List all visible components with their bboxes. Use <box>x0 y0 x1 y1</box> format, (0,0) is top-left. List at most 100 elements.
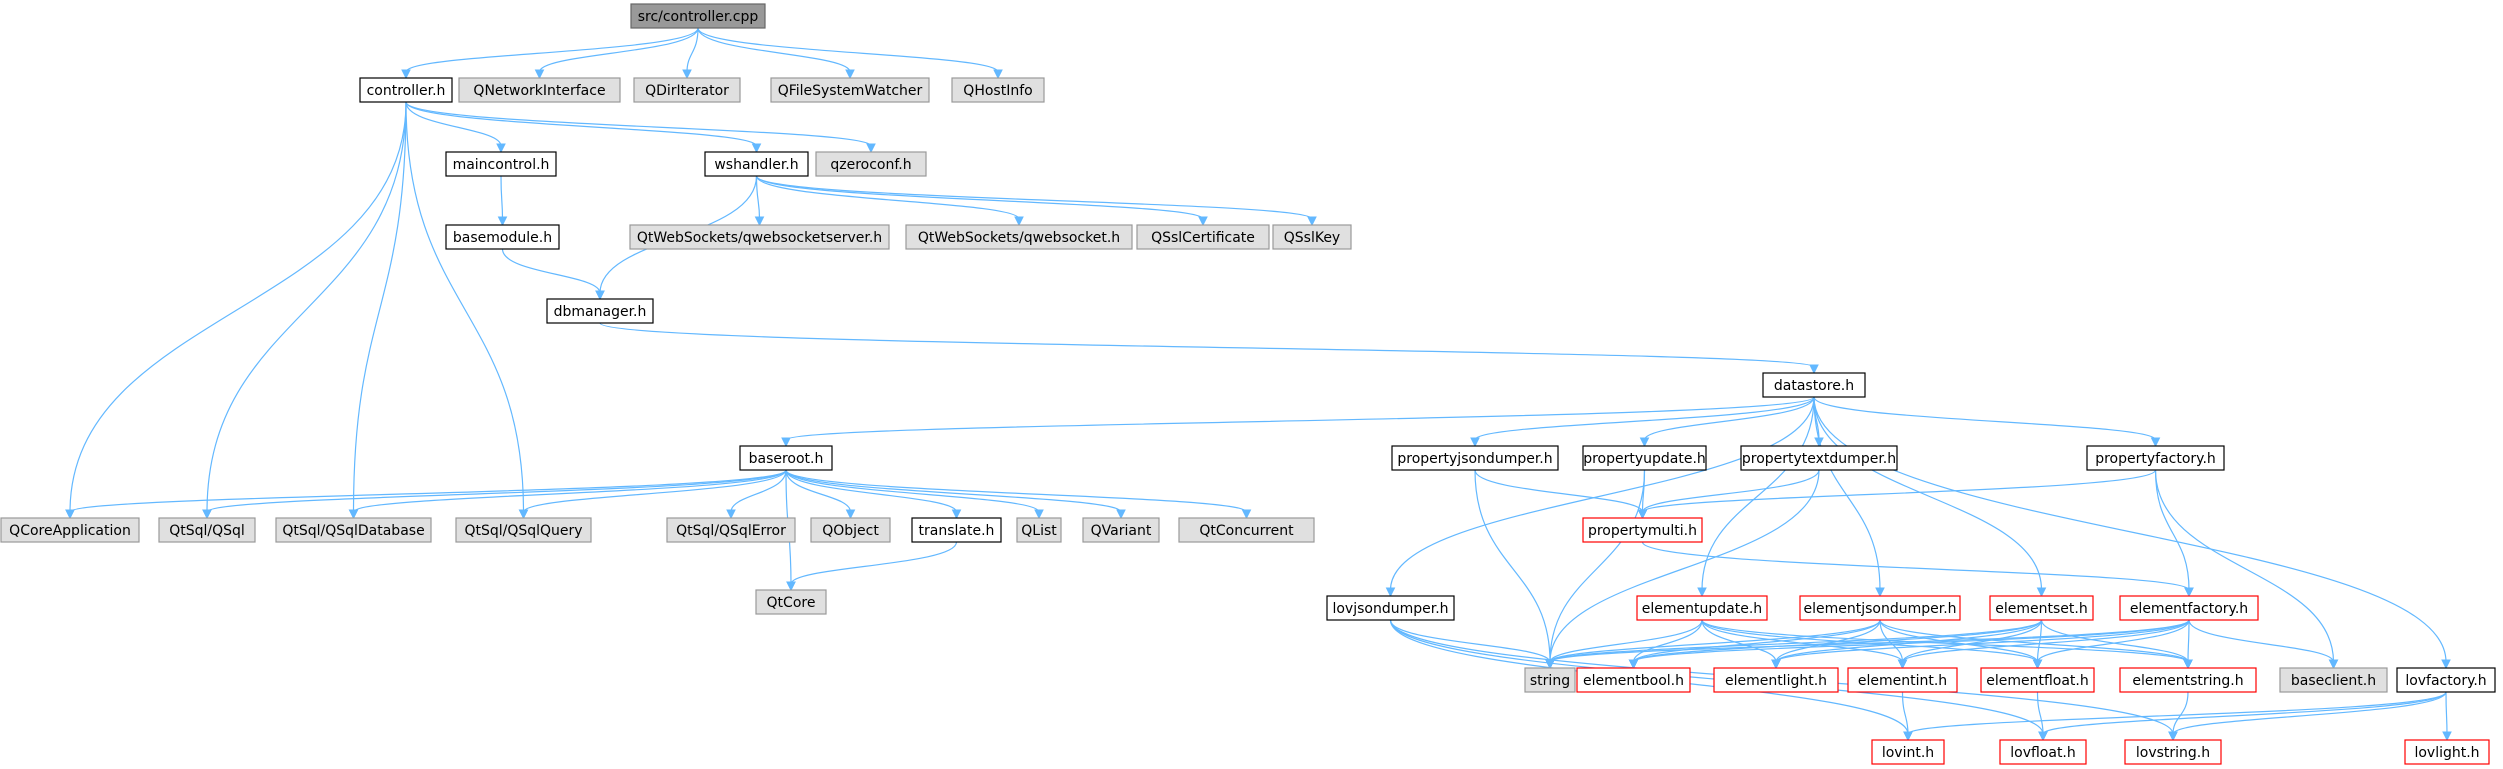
node-label: QCoreApplication <box>9 523 131 539</box>
node-elementlight-h[interactable]: elementlight.h <box>1713 667 1839 693</box>
node-qsslcertificate: QSslCertificate <box>1136 224 1270 250</box>
node-elementjsondumper-h[interactable]: elementjsondumper.h <box>1799 595 1961 621</box>
node-qtsql-qsqldatabase: QtSql/QSqlDatabase <box>275 517 432 543</box>
node-lovfloat-h[interactable]: lovfloat.h <box>1999 739 2087 765</box>
node-label: elementlight.h <box>1725 673 1827 689</box>
node-lovlight-h[interactable]: lovlight.h <box>2404 739 2490 765</box>
edge-line <box>1879 619 2189 663</box>
edge-arrowhead <box>1628 659 1639 670</box>
node-elementupdate-h[interactable]: elementupdate.h <box>1636 595 1768 621</box>
edge-elementfactory_h-to-elementint_h <box>1897 619 2190 670</box>
edge-basemodule_h-to-dbmanager_h <box>501 248 605 301</box>
edge-line <box>1632 619 2190 663</box>
node-label: QFileSystemWatcher <box>778 83 923 99</box>
edge-line <box>1775 619 2190 663</box>
edge-line <box>785 469 958 513</box>
node-lovjsondumper-h[interactable]: lovjsondumper.h <box>1326 595 1455 621</box>
node-box <box>810 517 891 543</box>
node-label: QVariant <box>1091 523 1152 539</box>
edge-propertymulti_h-to-elementfactory_h <box>1641 541 2194 598</box>
node-propertyfactory-h[interactable]: propertyfactory.h <box>2086 445 2225 471</box>
node-box <box>0 517 140 543</box>
node-label: propertyupdate.h <box>1583 451 1706 467</box>
edge-line <box>405 101 872 147</box>
node-qtsql-qsqlquery: QtSql/QSqlQuery <box>455 517 592 543</box>
edge-line <box>1641 541 2190 591</box>
edge-arrowhead <box>1014 216 1024 227</box>
edge-line <box>1389 396 1815 591</box>
edge-line <box>2154 469 2335 663</box>
node-propertyupdate-h[interactable]: propertyupdate.h <box>1582 445 1707 471</box>
edge-arrowhead <box>2032 659 2043 670</box>
node-label: qzeroconf.h <box>830 157 911 173</box>
edge-line <box>2445 691 2448 735</box>
node-elementfactory-h[interactable]: elementfactory.h <box>2119 595 2259 621</box>
edge-line <box>1474 469 1644 513</box>
node-box <box>1740 445 1898 471</box>
edge-baseroot_h-to-translate_h <box>785 469 962 520</box>
edge-line <box>69 101 407 513</box>
node-box <box>1989 595 2094 621</box>
edge-elementfactory_h-to-string <box>1545 619 2190 670</box>
node-label: maincontrol.h <box>453 157 550 173</box>
edge-arrowhead <box>754 216 765 227</box>
edge-line <box>785 469 1122 513</box>
edge-line <box>697 27 999 73</box>
node-elementset-h[interactable]: elementset.h <box>1989 595 2094 621</box>
node-propertyjsondumper-h[interactable]: propertyjsondumper.h <box>1391 445 1559 471</box>
node-qnetworkinterface: QNetworkInterface <box>458 77 621 103</box>
node-dbmanager-h[interactable]: dbmanager.h <box>546 298 654 324</box>
node-elementstring-h[interactable]: elementstring.h <box>2119 667 2257 693</box>
node-box <box>2396 667 2496 693</box>
node-box <box>1272 224 1352 250</box>
node-elementbool-h[interactable]: elementbool.h <box>1576 667 1691 693</box>
node-lovint-h[interactable]: lovint.h <box>1871 739 1945 765</box>
node-maincontrol-h[interactable]: maincontrol.h <box>445 151 557 177</box>
edge-controller_cpp-to-qnetworkinterface <box>534 27 699 80</box>
node-label: elementfactory.h <box>2130 601 2248 617</box>
node-label: QHostInfo <box>963 83 1032 99</box>
edge-line <box>405 101 758 147</box>
edge-arrowhead <box>1307 216 1317 227</box>
edge-controller_h-to-qtsql_qsql <box>202 101 407 520</box>
node-lovfactory-h[interactable]: lovfactory.h <box>2396 667 2496 693</box>
edge-arrowhead <box>2184 587 2194 598</box>
node-label: propertytextdumper.h <box>1742 451 1896 467</box>
node-datastore-h[interactable]: datastore.h <box>1762 372 1866 398</box>
node-src-controller-cpp[interactable]: src/controller.cpp <box>630 3 766 29</box>
node-lovstring-h[interactable]: lovstring.h <box>2124 739 2222 765</box>
node-wshandler-h[interactable]: wshandler.h <box>704 151 809 177</box>
edge-datastore_h-to-lovjsondumper_h <box>1385 396 1815 598</box>
edge-arrowhead <box>1545 659 1555 670</box>
node-qtwebsockets-qwebsocket-h: QtWebSockets/qwebsocket.h <box>905 224 1133 250</box>
edge-line <box>2036 691 2044 735</box>
edge-arrowhead <box>401 69 411 80</box>
edge-controller_h-to-qtsql_qsqldatabase <box>348 101 407 520</box>
node-label: QtSql/QSqlQuery <box>464 523 582 539</box>
node-qcoreapplication: QCoreApplication <box>0 517 140 543</box>
edge-arrowhead <box>1241 509 1252 520</box>
node-controller-h[interactable]: controller.h <box>359 77 453 103</box>
node-box <box>666 517 796 543</box>
node-box <box>1016 517 1062 543</box>
node-baseroot-h[interactable]: baseroot.h <box>739 445 833 471</box>
node-basemodule-h[interactable]: basemodule.h <box>445 224 560 250</box>
node-elementint-h[interactable]: elementint.h <box>1847 667 1958 693</box>
edge-arrowhead <box>497 216 508 227</box>
edge-line <box>352 101 407 513</box>
edge-line <box>1813 396 2447 663</box>
edge-maincontrol_h-to-basemodule_h <box>497 175 508 227</box>
edge-line <box>1901 691 1909 735</box>
node-label: QObject <box>822 523 879 539</box>
node-propertymulti-h[interactable]: propertymulti.h <box>1582 517 1703 543</box>
node-translate-h[interactable]: translate.h <box>911 517 1002 543</box>
edge-line <box>1549 619 2190 663</box>
dependency-edges <box>65 27 2452 742</box>
edge-arrowhead <box>2441 659 2451 670</box>
edge-line <box>599 322 1815 368</box>
node-propertytextdumper-h[interactable]: propertytextdumper.h <box>1740 445 1898 471</box>
edge-datastore_h-to-propertyfactory_h <box>1813 396 2161 448</box>
node-qtcore: QtCore <box>755 589 827 615</box>
node-elementfloat-h[interactable]: elementfloat.h <box>1980 667 2095 693</box>
node-label: baseclient.h <box>2291 673 2376 689</box>
